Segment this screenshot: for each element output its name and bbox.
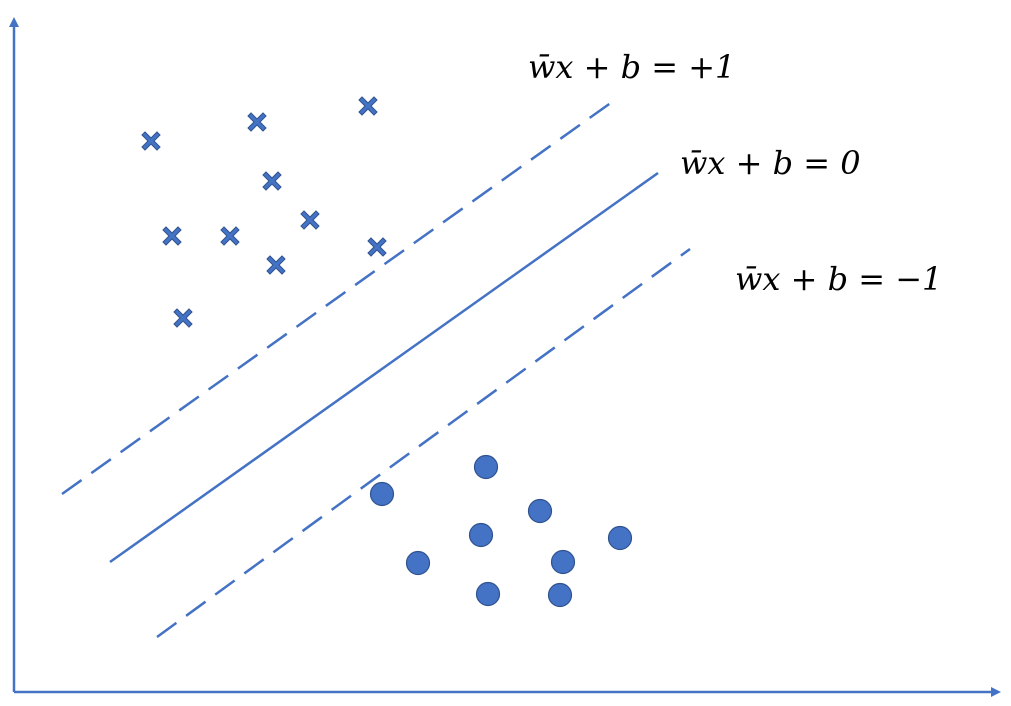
circle-marker-icon	[468, 522, 494, 548]
decision-boundary-line	[109, 171, 659, 564]
circle-marker-icon	[547, 582, 573, 608]
circle-marker-icon	[405, 550, 431, 576]
lower-margin-line	[156, 247, 691, 639]
x-marker-icon	[358, 96, 378, 116]
x-marker-icon	[247, 112, 267, 132]
x-marker-icon	[162, 226, 182, 246]
x-marker-icon	[173, 308, 193, 328]
x-marker-icon	[141, 131, 161, 151]
circle-marker-icon	[550, 549, 576, 575]
upper-margin-line	[61, 100, 613, 496]
x-marker-icon	[300, 210, 320, 230]
x-marker-icon	[262, 171, 282, 191]
circle-marker-icon	[527, 498, 553, 524]
circle-marker-icon	[473, 454, 499, 480]
circle-marker-icon	[475, 581, 501, 607]
circle-marker-icon	[369, 481, 395, 507]
class-b-points	[369, 454, 633, 608]
upper-margin-label: w̄x + b = +1	[528, 48, 735, 86]
x-marker-icon	[266, 255, 286, 275]
x-marker-icon	[220, 226, 240, 246]
lower-margin-label: w̄x + b = −1	[735, 260, 942, 298]
decision-boundary-label: w̄x + b = 0	[680, 144, 861, 182]
class-a-points	[141, 96, 387, 328]
x-marker-icon	[367, 237, 387, 257]
circle-marker-icon	[607, 525, 633, 551]
